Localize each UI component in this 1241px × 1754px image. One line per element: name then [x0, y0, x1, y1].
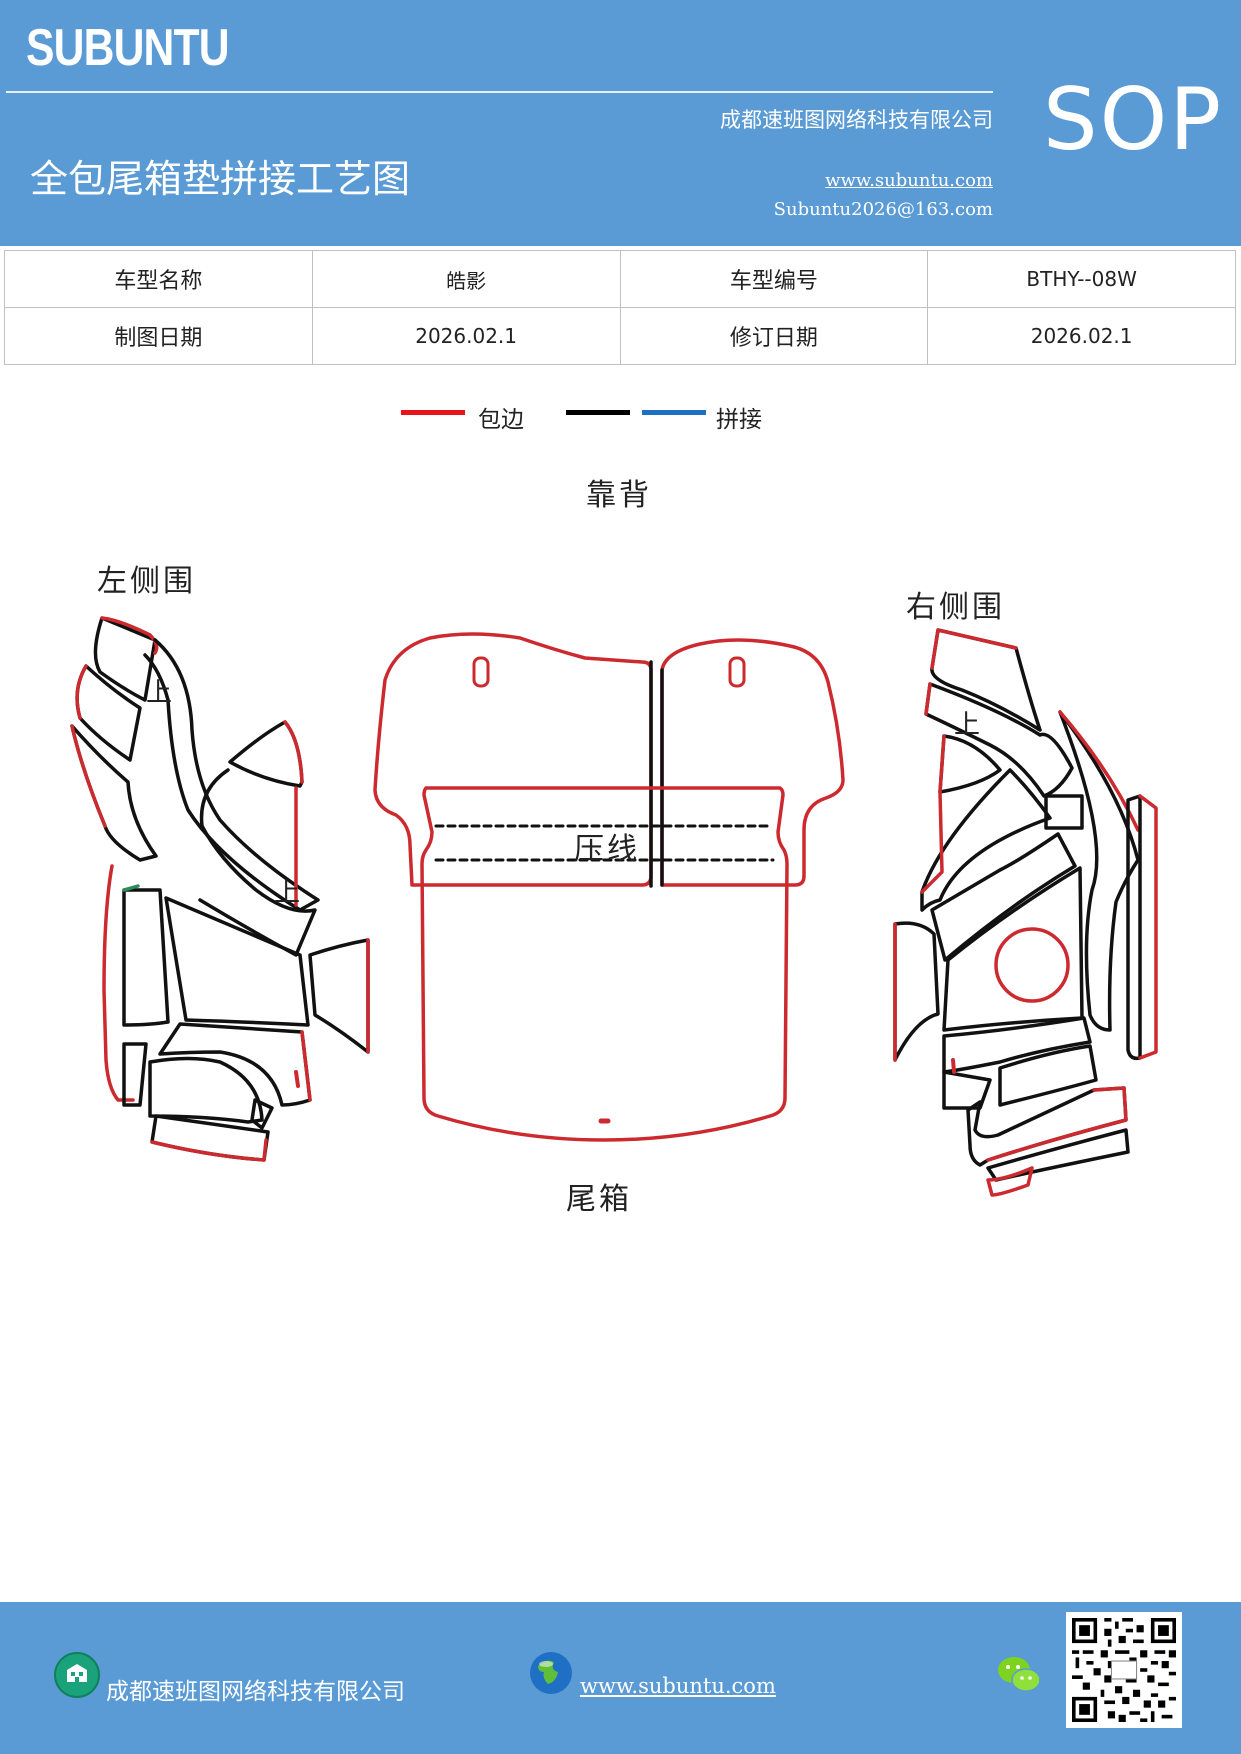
header-banner: SUBUNTU 成都速班图网络科技有限公司 全包尾箱垫拼接工艺图 www.sub…: [0, 0, 1241, 246]
qr-code-image: [1072, 1618, 1176, 1722]
left-panel-d-edge: [300, 1030, 312, 1102]
backrest-right-slot: [728, 656, 746, 688]
left-panel-f: [122, 1042, 148, 1107]
right-piece-top: [930, 628, 1042, 732]
label-press-line: 压线: [574, 832, 640, 867]
label-left-side: 左侧围: [97, 564, 196, 599]
brand-logo: SUBUNTU: [26, 19, 230, 77]
document-title: 全包尾箱垫拼接工艺图: [30, 157, 411, 201]
company-name: 成都速班图网络科技有限公司: [720, 108, 993, 132]
pattern-diagram: 靠背 左侧围 右侧围 压线 尾箱 上 上 上: [0, 440, 1241, 1240]
value-revise-date: 2026.02.1: [927, 307, 1236, 365]
value-draw-date: 2026.02.1: [311, 307, 621, 365]
right-up-flap: [938, 734, 1002, 794]
right-bottom-tab: [986, 1166, 1034, 1197]
footer-website-link[interactable]: www.subuntu.com: [580, 1674, 776, 1698]
left-piece-1-edge: [100, 616, 159, 655]
left-up-flap-edge: [283, 720, 304, 784]
label-up-right: 上: [954, 710, 984, 740]
header-divider: [6, 91, 993, 93]
left-piece-3-edge: [70, 724, 107, 828]
left-panel-c: [308, 938, 370, 1054]
label-backrest: 靠背: [586, 478, 652, 513]
right-vertical-strip-edge: [1138, 794, 1158, 1060]
legend-seam-label: 拼接: [716, 407, 762, 433]
left-curve-panel: [198, 768, 317, 957]
right-square: [1044, 794, 1084, 830]
backrest-left-slot: [472, 656, 490, 688]
label-model-name: 车型名称: [4, 250, 313, 308]
label-right-side: 右侧围: [906, 590, 1005, 625]
label-revise-date: 修订日期: [619, 307, 929, 365]
left-bottom-tall: [102, 864, 135, 1102]
left-panel-a: [122, 888, 170, 1027]
left-panel-d: [158, 1022, 312, 1107]
wechat-icon[interactable]: [996, 1654, 1042, 1700]
right-tall-strip: [1058, 710, 1140, 1032]
value-model-name: 皓影: [311, 250, 621, 308]
right-up-flap-edge: [938, 734, 946, 794]
globe-icon: [528, 1650, 574, 1700]
backrest-right-panel: [660, 638, 845, 887]
left-piece-3: [70, 724, 158, 862]
legend: 包边 拼接: [0, 400, 1241, 440]
right-side-group: [893, 628, 1158, 1197]
qr-code: [1066, 1612, 1182, 1728]
left-panel-g: [250, 1098, 274, 1130]
left-side-group: [70, 616, 370, 1162]
table-row: 车型名称 皓影 车型编号 BTHY--08W: [4, 250, 1236, 308]
left-piece-1: [93, 616, 157, 702]
left-panel-b: [164, 896, 310, 1027]
left-panel-h-edge: [150, 1138, 268, 1162]
right-round-hole: [994, 927, 1070, 1003]
legend-seam-swatch-blue: [642, 410, 706, 415]
right-bottom-strip: [986, 1128, 1130, 1182]
right-small-mark: [951, 1058, 956, 1074]
label-trunk: 尾箱: [566, 1182, 632, 1217]
label-up-left-2: 上: [274, 878, 304, 908]
sop-badge: SOP: [1043, 70, 1224, 170]
left-long-strip: [143, 638, 320, 912]
vehicle-info-table: 车型名称 皓影 车型编号 BTHY--08W 制图日期 2026.02.1 修订…: [4, 250, 1236, 365]
footer-company: 成都速班图网络科技有限公司: [106, 1679, 405, 1705]
right-tall-strip-edge: [1058, 710, 1140, 832]
building-icon: [54, 1652, 100, 1702]
value-model-code: BTHY--08W: [927, 250, 1236, 308]
right-diag-strip: [930, 832, 1077, 962]
right-piece-2: [924, 682, 1074, 798]
left-piece-2-edge: [75, 664, 88, 720]
table-row: 制图日期 2026.02.1 修订日期 2026.02.1: [4, 307, 1236, 365]
right-left-panel: [893, 921, 940, 1062]
left-panel-e: [148, 1056, 264, 1124]
right-lower-panel-a: [942, 1016, 1092, 1074]
right-lower-panel-b: [998, 1044, 1098, 1107]
label-up-left-1: 上: [146, 678, 176, 708]
email-address[interactable]: Subuntu2026@163.com: [773, 199, 993, 220]
footer-banner: 成都速班图网络科技有限公司 www.subuntu.com: [0, 1602, 1241, 1754]
left-panel-a-edge: [122, 884, 140, 892]
legend-edge-swatch: [401, 410, 465, 415]
pattern-svg: [70, 616, 1158, 1197]
right-center-panel: [942, 866, 1084, 1032]
legend-seam-swatch-black: [566, 410, 630, 415]
right-lower-hook-edge: [986, 1086, 1128, 1162]
right-piece-2-edge: [924, 682, 932, 716]
label-model-code: 车型编号: [619, 250, 929, 308]
website-link[interactable]: www.subuntu.com: [825, 170, 993, 191]
trunk-panel: [420, 786, 789, 1142]
right-piece-top-edge: [930, 628, 1018, 670]
left-small-mark: [294, 1070, 300, 1088]
legend-edge-label: 包边: [478, 407, 524, 433]
right-arc-edge: [920, 790, 944, 894]
right-lower-panel-c: [942, 1070, 992, 1110]
label-draw-date: 制图日期: [4, 307, 313, 365]
